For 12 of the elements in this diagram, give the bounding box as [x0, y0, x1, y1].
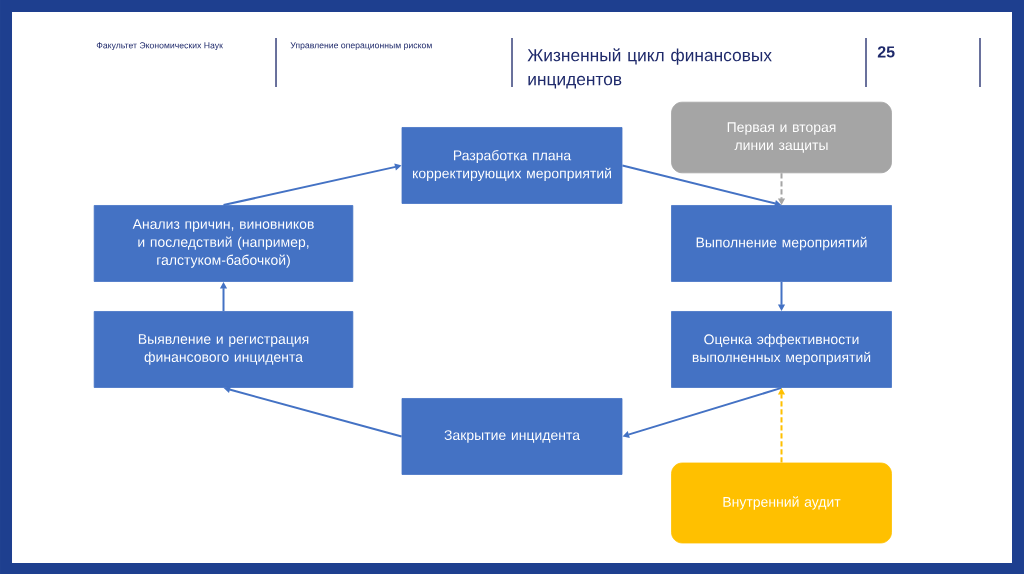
role-box: Внутренний аудит	[671, 462, 892, 544]
process-box: Закрытие инцидента	[401, 398, 623, 475]
process-box: Выявление и регистрация финансового инцидента	[93, 311, 354, 388]
process-box: Разработка плана корректирующих мероприятий	[401, 127, 623, 204]
process-box: Выполнение мероприятий	[671, 205, 892, 282]
header-text: Управление операционным риском	[290, 42, 432, 50]
role-box: Первая и вторая линии защиты	[671, 101, 892, 174]
process-box: Анализ причин, виновников и последствий (например, галстуком-бабочкой)	[93, 205, 354, 282]
header-text: Факультет Экономических Наук	[96, 42, 223, 51]
page-number: 25	[877, 46, 895, 58]
process-box: Оценка эффективности выполненных мероприятий	[671, 311, 892, 388]
slide-title: Жизненный цикл финансовых инцидентов	[527, 48, 772, 89]
